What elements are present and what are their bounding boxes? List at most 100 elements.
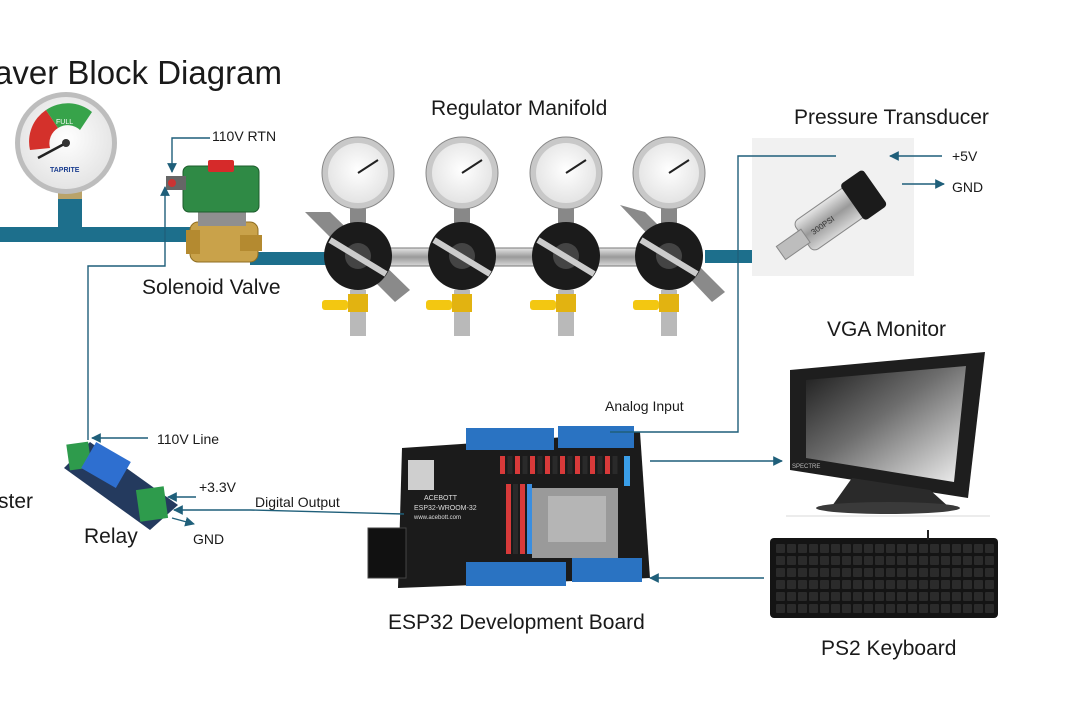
vga-monitor-icon: SPECTRE xyxy=(786,352,990,517)
keyboard-key xyxy=(886,556,895,565)
keyboard-key xyxy=(820,556,829,565)
keyboard-key xyxy=(875,556,884,565)
keyboard-key xyxy=(886,544,895,553)
keyboard-key xyxy=(864,592,873,601)
keyboard-key xyxy=(974,544,983,553)
keyboard-key xyxy=(798,580,807,589)
keyboard-key xyxy=(919,604,928,613)
keyboard-key xyxy=(974,580,983,589)
keyboard-key xyxy=(842,592,851,601)
keyboard-key xyxy=(963,568,972,577)
keyboard-key xyxy=(897,544,906,553)
keyboard-key xyxy=(985,556,994,565)
pressure-transducer-label: Pressure Transducer xyxy=(794,106,989,129)
keyboard-key xyxy=(963,592,972,601)
keyboard-key xyxy=(985,544,994,553)
keyboard-key xyxy=(952,592,961,601)
keyboard-key xyxy=(897,580,906,589)
keyboard-key xyxy=(776,580,785,589)
keyboard-key xyxy=(831,568,840,577)
header-pin xyxy=(560,456,565,474)
keyboard-key xyxy=(820,544,829,553)
keyboard-key xyxy=(941,568,950,577)
keyboard-key xyxy=(952,556,961,565)
header-pin-column xyxy=(506,484,511,554)
wire-relay-to-valve xyxy=(87,186,170,440)
keyboard-key xyxy=(908,592,917,601)
keyboard-key xyxy=(941,592,950,601)
gauge-zone-text: FULL xyxy=(56,119,73,126)
keyboard-key xyxy=(897,568,906,577)
board-brand-text: ACEBOTT xyxy=(424,495,458,502)
keyboard-key xyxy=(787,604,796,613)
keyboard-key xyxy=(831,592,840,601)
regulator-manifold-icon xyxy=(305,136,725,336)
keyboard-key xyxy=(787,556,796,565)
keyboard-key xyxy=(930,580,939,589)
keyboard-key xyxy=(864,544,873,553)
keyboard-key xyxy=(820,592,829,601)
keyboard-key xyxy=(952,544,961,553)
diagram-title: aver Block Diagram xyxy=(0,54,282,91)
keyboard-key xyxy=(908,580,917,589)
keyboard-key xyxy=(886,580,895,589)
keyboard-key xyxy=(974,592,983,601)
wire-relay-gnd xyxy=(171,516,195,527)
header-pin-column xyxy=(520,484,525,554)
keyboard-key xyxy=(875,604,884,613)
board-url-text: www.acebott.com xyxy=(413,515,461,521)
relay-icon xyxy=(64,441,178,530)
keyboard-key xyxy=(798,556,807,565)
keyboard-key xyxy=(952,604,961,613)
keyboard-key xyxy=(963,604,972,613)
keyboard-key xyxy=(853,604,862,613)
keyboard-key xyxy=(798,544,807,553)
keyboard-key xyxy=(897,604,906,613)
keyboard-key xyxy=(930,544,939,553)
pressure-transducer-icon: 300PSI xyxy=(752,138,914,276)
keyboard-key xyxy=(831,604,840,613)
keyboard-key xyxy=(853,592,862,601)
header-pin xyxy=(515,456,520,474)
header-pin xyxy=(545,456,550,474)
keyboard-key xyxy=(875,544,884,553)
ps2-keyboard-icon xyxy=(770,530,998,618)
keyboard-key xyxy=(809,592,818,601)
esp32-board-icon: ACEBOTT ESP32-WROOM-32 www.acebott.com xyxy=(367,426,650,588)
keyboard-key xyxy=(985,580,994,589)
keyboard-key xyxy=(908,544,917,553)
keyboard-key xyxy=(952,580,961,589)
keyboard-key xyxy=(787,544,796,553)
keyboard-key xyxy=(842,568,851,577)
keyboard-key xyxy=(798,568,807,577)
left-cut-label: ster xyxy=(0,490,34,513)
wiring xyxy=(87,137,945,583)
keyboard-key xyxy=(820,568,829,577)
keyboard-key xyxy=(798,604,807,613)
header-pin xyxy=(582,456,588,474)
keyboard-key xyxy=(941,544,950,553)
wire-digital-output xyxy=(173,505,405,515)
keyboard-key xyxy=(974,568,983,577)
keyboard-key xyxy=(820,604,829,613)
keyboard-key xyxy=(864,580,873,589)
keyboard-key xyxy=(820,580,829,589)
keyboard-key xyxy=(875,592,884,601)
keyboard-key xyxy=(963,556,972,565)
keyboard-key xyxy=(831,556,840,565)
keyboard-key xyxy=(930,592,939,601)
keyboard-key xyxy=(787,592,796,601)
header-pin xyxy=(605,456,610,474)
keyboard-key xyxy=(930,604,939,613)
keyboard-key xyxy=(886,592,895,601)
keyboard-key xyxy=(787,568,796,577)
header-pin xyxy=(530,456,535,474)
keyboard-key xyxy=(809,544,818,553)
keyboard-key xyxy=(842,556,851,565)
solenoid-valve-icon xyxy=(166,160,262,263)
regulator-manifold-label: Regulator Manifold xyxy=(431,97,608,120)
signal-relay-gnd: GND xyxy=(193,531,225,547)
keyboard-key xyxy=(919,580,928,589)
